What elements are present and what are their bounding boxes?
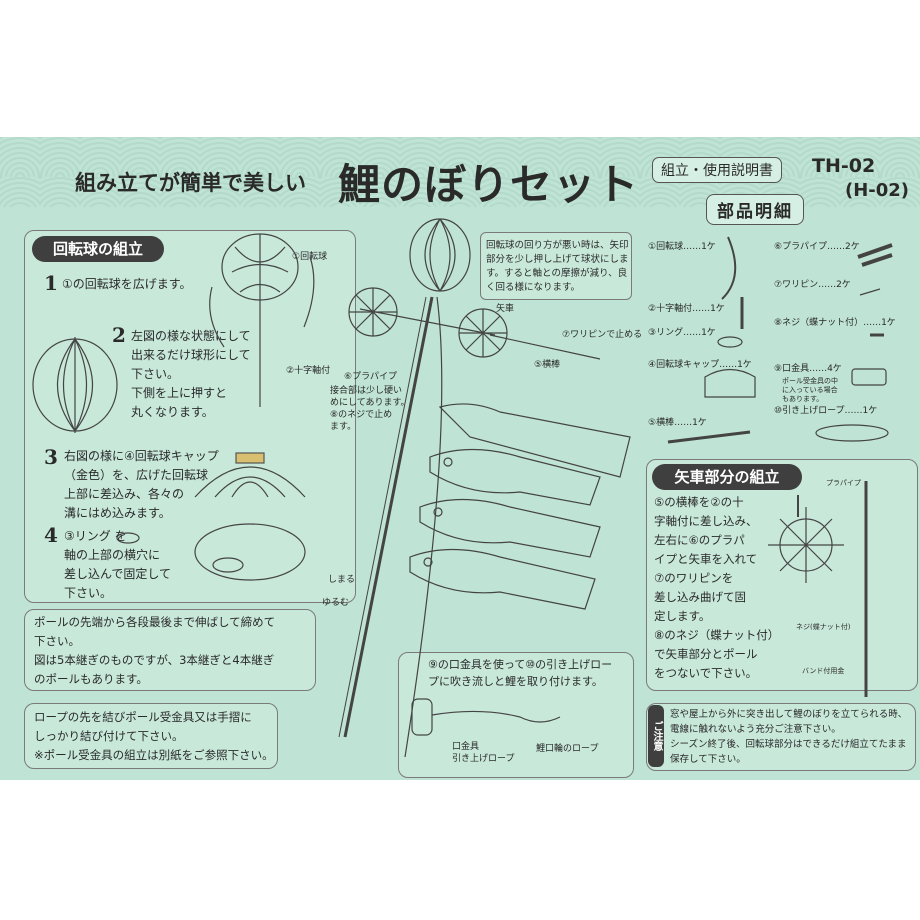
label-pura: プラパイプ: [826, 479, 861, 487]
part-rope-drawing: [815, 424, 889, 442]
part-7: ⑦ワリピン……2ケ: [774, 280, 851, 290]
part-pipe-drawing: [857, 243, 893, 259]
tagline: 組み立てが簡単で美しい: [75, 170, 306, 195]
attach-panel: [398, 652, 634, 778]
step-2-number: 2: [112, 323, 126, 347]
ring-drawing: [194, 523, 306, 581]
rotate-note: 回転球の回り方が悪い時は、矢印 部分を少し押し上げて球状にしま す。すると軸との…: [486, 240, 629, 293]
label-purapaipu: ⑥プラパイプ: [344, 372, 397, 382]
step-1-text: ①の回転球を広げます。: [62, 277, 192, 291]
ball-assembly-heading: 回転球の組立: [32, 236, 164, 262]
part-2: ②十字軸付……1ケ: [648, 304, 725, 314]
part-4: ④回転球キャップ……1ケ: [648, 360, 752, 370]
arrow-section-panel: [646, 459, 918, 691]
label-neji: ネジ(蝶ナット付): [796, 623, 851, 631]
label-yokobou: ⑤横棒: [534, 360, 561, 370]
carp-3: [409, 548, 596, 610]
arrow-section-heading: 矢車部分の組立: [652, 464, 802, 490]
arrow-section-text: ⑤の横棒を②の十 字軸付に差し込み、 左右に⑥のプラパ イプと矢車を入れて ⑦の…: [654, 495, 780, 680]
step-3-number: 3: [44, 445, 58, 469]
part-kuchi-drawing: [851, 368, 887, 386]
label-band: バンド付用金: [802, 667, 845, 675]
part-ball-drawing: [721, 236, 737, 300]
label-wapin: ⑦ワリピンで止める: [562, 330, 643, 340]
step-4-text: ③リング を 軸の上部の横穴に 差し込んで固定して 下さい。: [64, 529, 172, 600]
label-hikiage: 引き上げロープ: [452, 754, 515, 764]
parts-heading: 部品明細: [706, 194, 804, 225]
model-number-alt: (H-02): [845, 180, 910, 201]
part-5: ⑤横棒……1ケ: [648, 418, 707, 428]
pole-note: ポールの先端から各段最後まで伸ばして締めて 下さい。 図は5本継ぎのものですが、…: [34, 615, 276, 686]
step-2-text: 左図の様な状態にして 出来るだけ球形にして 下さい。 下側を上に押すと 丸くなり…: [131, 329, 251, 419]
part-pin-drawing: [859, 288, 881, 296]
attach-note: ⑨の口金具を使って⑩の引き上げロー プに吹き流しと鯉を取り付けます。: [428, 658, 613, 688]
label-arrow-wheel: 矢車: [496, 304, 515, 314]
label-shimaru: しまる: [328, 575, 356, 585]
step-4-number: 4: [44, 523, 58, 547]
part-bar-drawing: [667, 430, 751, 444]
part-3: ③リング……1ケ: [648, 328, 716, 338]
carp-1: [429, 448, 601, 506]
caution-text: 窓や屋上から外に突き出して鯉のぼりを立てられる時、 電線に触れないよう充分ご注意…: [670, 709, 908, 765]
part-1: ①回転球……1ケ: [648, 242, 716, 252]
carp-2: [419, 498, 601, 558]
rope-note-panel: [24, 703, 278, 769]
illustration-layer: [32, 218, 893, 758]
top-ball-drawing: [409, 218, 471, 292]
rope-drawing: [404, 296, 443, 758]
step-3-text: 右図の様に④回転球キャップ （金色）を、広げた回転球 上部に差込み、各々の 溝に…: [64, 449, 219, 520]
label-yurumu: ゆるむ: [322, 598, 350, 608]
doc-type-label: 組立・使用説明書: [652, 157, 782, 183]
model-number: TH-02: [812, 155, 876, 177]
part-6: ⑥プラパイプ……2ケ: [774, 242, 860, 252]
step-1-number: 1: [44, 271, 58, 295]
caution-panel: [646, 703, 916, 771]
part-8: ⑧ネジ（蝶ナット付）……1ケ: [774, 318, 896, 328]
part-ring-drawing: [717, 336, 743, 348]
streamer-drawing: [438, 403, 631, 478]
kuchi-kanagu-drawing: [411, 698, 433, 736]
rope-note: ロープの先を結びポール受金具又は手摺に しっかり結び付けて下さい。 ※ポール受金…: [34, 710, 274, 762]
part-cap-drawing: [704, 368, 756, 398]
instruction-sheet: 組み立てが簡単で美しい 鯉のぼりセット 組立・使用説明書 TH-02 (H-02…: [0, 137, 920, 780]
bolt-note: 接合部は少し硬い めにしてあります。 ⑧のネジで止め ます。: [330, 386, 410, 432]
label-cross: ②十字軸付: [286, 366, 331, 376]
part-9-note: ポール受金具の中 に入っている場合 もあります。: [782, 377, 838, 403]
rotate-note-panel: [480, 232, 632, 300]
page-title: 鯉のぼりセット: [338, 160, 640, 209]
label-ball: ①回転球: [292, 252, 328, 262]
caution-label: ご注意: [648, 705, 664, 767]
part-10: ⑩引き上げロープ……1ケ: [774, 406, 878, 416]
part-9: ⑨口金具……4ケ: [774, 364, 842, 374]
pole-note-panel: [24, 609, 316, 691]
ball-cap-drawing: [194, 466, 306, 498]
pole-drawing: [343, 296, 434, 738]
label-kuchi: 口金具: [452, 742, 480, 752]
label-koiguchi: 鯉口輪のロープ: [536, 744, 599, 754]
